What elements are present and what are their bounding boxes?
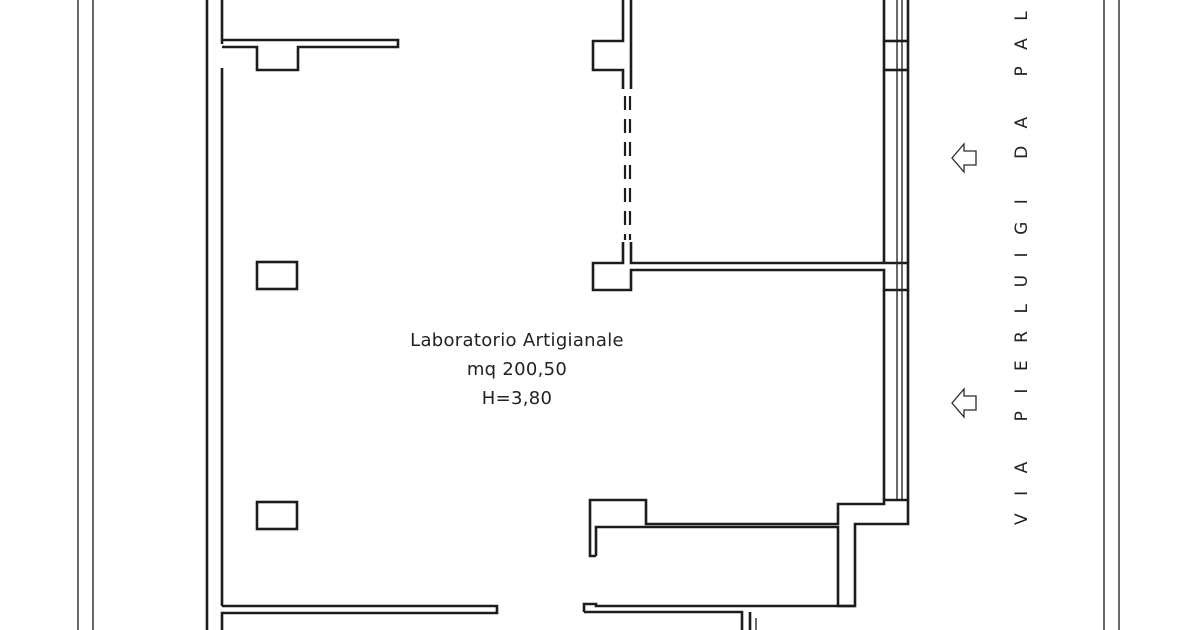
room-label: Laboratorio Artigianale mq 200,50 H=3,80 [410, 330, 624, 409]
room-name: Laboratorio Artigianale [410, 330, 624, 351]
street-name: VIA PIERLUIGI DA PALE [1012, 0, 1032, 525]
outer-boundary [77, 0, 1120, 630]
room-area: mq 200,50 [467, 359, 567, 380]
bottom-wall [220, 602, 855, 630]
arrow-left-icon [951, 387, 977, 419]
partition-upper [591, 0, 633, 240]
left-wall [205, 0, 224, 630]
pillar [255, 500, 299, 531]
arrow-left-icon [951, 142, 977, 174]
room-height: H=3,80 [482, 388, 553, 409]
top-wall [222, 38, 400, 72]
pillars [255, 260, 299, 531]
right-wall [882, 0, 910, 500]
partition-middle [591, 242, 910, 292]
pillar [255, 260, 299, 291]
partition-lower [588, 498, 910, 608]
